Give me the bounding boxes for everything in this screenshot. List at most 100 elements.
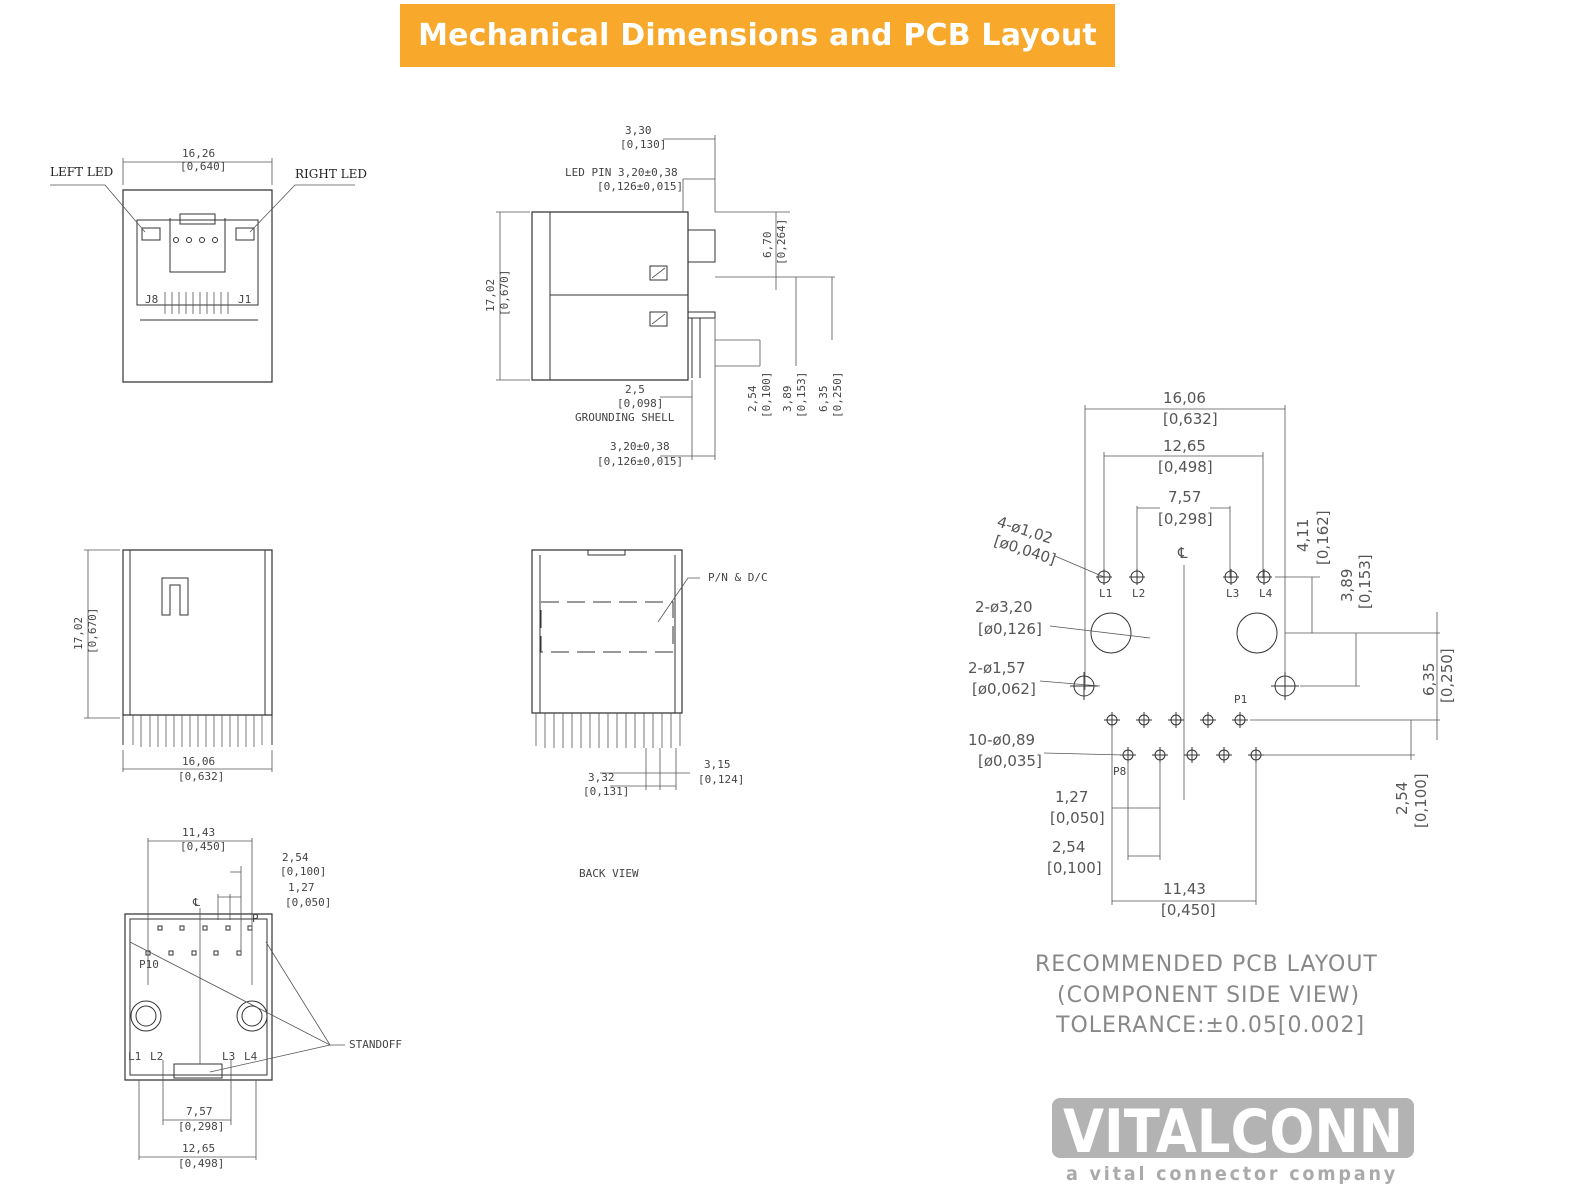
back-view: P/N & D/C 3,32 [0,131] 3,15 [0,124] BACK… — [531, 549, 768, 880]
pcb-p1: P1 — [1234, 693, 1247, 706]
pcb-layout: 16,06 [0,632] 12,65 [0,498] 7,57 [0,298]… — [968, 389, 1456, 1038]
bot-d254-in: [0,100] — [280, 865, 326, 878]
side-height-mm: 17,02 — [484, 279, 497, 312]
pcb-p8: P8 — [1113, 765, 1126, 778]
hole-shell-in: [ø0,062] — [972, 680, 1036, 698]
pcb-d389-in: [0,153] — [1356, 554, 1374, 609]
side-d635-mm: 6,35 — [817, 386, 830, 413]
pcb-d411-in: [0,162] — [1314, 510, 1332, 565]
pcb-l3: L3 — [1226, 587, 1239, 600]
bot-l2: L2 — [150, 1050, 163, 1063]
front-view: 16,26 [0,640] LEFT LED RIGHT LED J8 J1 — [50, 147, 367, 383]
side-d254-in: [0,100] — [760, 372, 773, 418]
bot-l1: L1 — [128, 1050, 141, 1063]
pcb-d254-mm: 2,54 — [1393, 782, 1411, 815]
side-height-in: [0,670] — [498, 270, 511, 316]
span-mm: 11,43 — [1163, 880, 1206, 898]
hole-pin-mm: 10-ø0,89 — [968, 731, 1035, 749]
bot-p10: P10 — [139, 958, 159, 971]
side-top-in: [0,130] — [620, 138, 666, 151]
bot-d757-in: [0,298] — [178, 1120, 224, 1133]
row-mm: 2,54 — [1052, 838, 1085, 856]
front-width-in: [0,640] — [180, 160, 226, 173]
bot-d757-mm: 7,57 — [186, 1105, 213, 1118]
pcb-d389-mm: 3,89 — [1338, 569, 1356, 602]
side-d635-in: [0,250] — [831, 372, 844, 418]
d670-mm: 6,70 — [761, 232, 774, 259]
bot-p1: P — [252, 912, 259, 925]
left-height-in: [0,670] — [86, 608, 99, 654]
left-led-label: LEFT LED — [50, 165, 113, 179]
d315-mm: 3,15 — [704, 758, 731, 771]
left-width-mm: 16,06 — [182, 755, 215, 768]
pcb-l4: L4 — [1259, 587, 1273, 600]
pn-dc-label: P/N & D/C — [708, 571, 768, 584]
pitch-in: [0,050] — [1050, 809, 1105, 827]
bottom-centerline: ℄ — [192, 896, 200, 909]
led-pin-in: [0,126±0,015] — [597, 180, 683, 193]
pcb-title-1: RECOMMENDED PCB LAYOUT — [1035, 952, 1378, 977]
standoff-label: STANDOFF — [349, 1038, 402, 1051]
led-pin-mm: LED PIN 3,20±0,38 — [565, 166, 678, 179]
pcb-d757-mm: 7,57 — [1168, 488, 1201, 506]
d315-in: [0,124] — [698, 773, 744, 786]
bot-d127-mm: 1,27 — [288, 881, 315, 894]
logo-tagline: a vital connector company — [1066, 1163, 1398, 1185]
pcb-d635-mm: 6,35 — [1420, 663, 1438, 696]
bot-d1143-mm: 11,43 — [182, 826, 215, 839]
hole-peg-mm: 2-ø3,20 — [975, 598, 1033, 616]
pcb-centerline: ℄ — [1177, 544, 1188, 562]
header-banner: Mechanical Dimensions and PCB Layout — [400, 4, 1115, 67]
pcb-d1265-in: [0,498] — [1158, 458, 1213, 476]
side-d389-in: [0,153] — [795, 372, 808, 418]
back-view-label: BACK VIEW — [579, 867, 639, 880]
hole-pin-in: [ø0,035] — [978, 752, 1042, 770]
side-bottom-in: [0,126±0,015] — [597, 455, 683, 468]
front-width-mm: 16,26 — [182, 147, 215, 160]
pcb-d411-mm: 4,11 — [1294, 519, 1312, 552]
hole-shell-mm: 2-ø1,57 — [968, 659, 1026, 677]
pcb-title-2: (COMPONENT SIDE VIEW) — [1057, 983, 1360, 1008]
bot-d254-mm: 2,54 — [282, 851, 309, 864]
bot-d1265-mm: 12,65 — [182, 1142, 215, 1155]
logo-name: VITALCONN — [1063, 1097, 1403, 1167]
pcb-d1265-mm: 12,65 — [1163, 437, 1206, 455]
pcb-l1: L1 — [1099, 587, 1112, 600]
side-view: 3,30 [0,130] LED PIN 3,20±0,38 [0,126±0,… — [484, 124, 844, 468]
hole-peg-in: [ø0,126] — [978, 620, 1042, 638]
bot-d1265-in: [0,498] — [178, 1157, 224, 1170]
right-led-label: RIGHT LED — [295, 167, 367, 181]
bot-l3: L3 — [222, 1050, 235, 1063]
pin-j8-label: J8 — [145, 293, 158, 306]
d332-mm: 3,32 — [588, 771, 615, 784]
pcb-d635-in: [0,250] — [1438, 648, 1456, 703]
shell-in: [0,098] — [617, 397, 663, 410]
span-in: [0,450] — [1161, 901, 1216, 919]
pcb-l2: L2 — [1132, 587, 1145, 600]
side-bottom-mm: 3,20±0,38 — [610, 440, 670, 453]
pcb-d254-in: [0,100] — [1412, 773, 1430, 828]
pitch-mm: 1,27 — [1055, 788, 1088, 806]
row-in: [0,100] — [1047, 859, 1102, 877]
left-height-mm: 17,02 — [72, 617, 85, 650]
side-d389-mm: 3,89 — [781, 386, 794, 413]
page-title: Mechanical Dimensions and PCB Layout — [418, 18, 1097, 53]
d332-in: [0,131] — [583, 785, 629, 798]
pcb-d1606-in: [0,632] — [1163, 410, 1218, 428]
bot-d127-in: [0,050] — [285, 896, 331, 909]
bottom-view: ℄ 11,43 [0,450] 2,54 [0,100] 1,27 [0,050… — [124, 826, 402, 1170]
left-width-in: [0,632] — [178, 770, 224, 783]
pin-j1-label: J1 — [238, 293, 251, 306]
pcb-d757-in: [0,298] — [1158, 510, 1213, 528]
vitalconn-logo: VITALCONN a vital connector company — [1052, 1097, 1414, 1185]
pcb-title-3: TOLERANCE:±0.05[0.002] — [1055, 1013, 1365, 1038]
bot-l4: L4 — [244, 1050, 258, 1063]
bot-d1143-in: [0,450] — [180, 840, 226, 853]
shell-mm: 2,5 — [625, 383, 645, 396]
d670-in: [0,264] — [775, 219, 788, 265]
left-view: 17,02 [0,670] 16,06 [0,632] — [72, 549, 273, 783]
grounding-shell-label: GROUNDING SHELL — [575, 411, 675, 424]
side-d254-mm: 2,54 — [746, 385, 759, 412]
pcb-d1606-mm: 16,06 — [1163, 389, 1206, 407]
